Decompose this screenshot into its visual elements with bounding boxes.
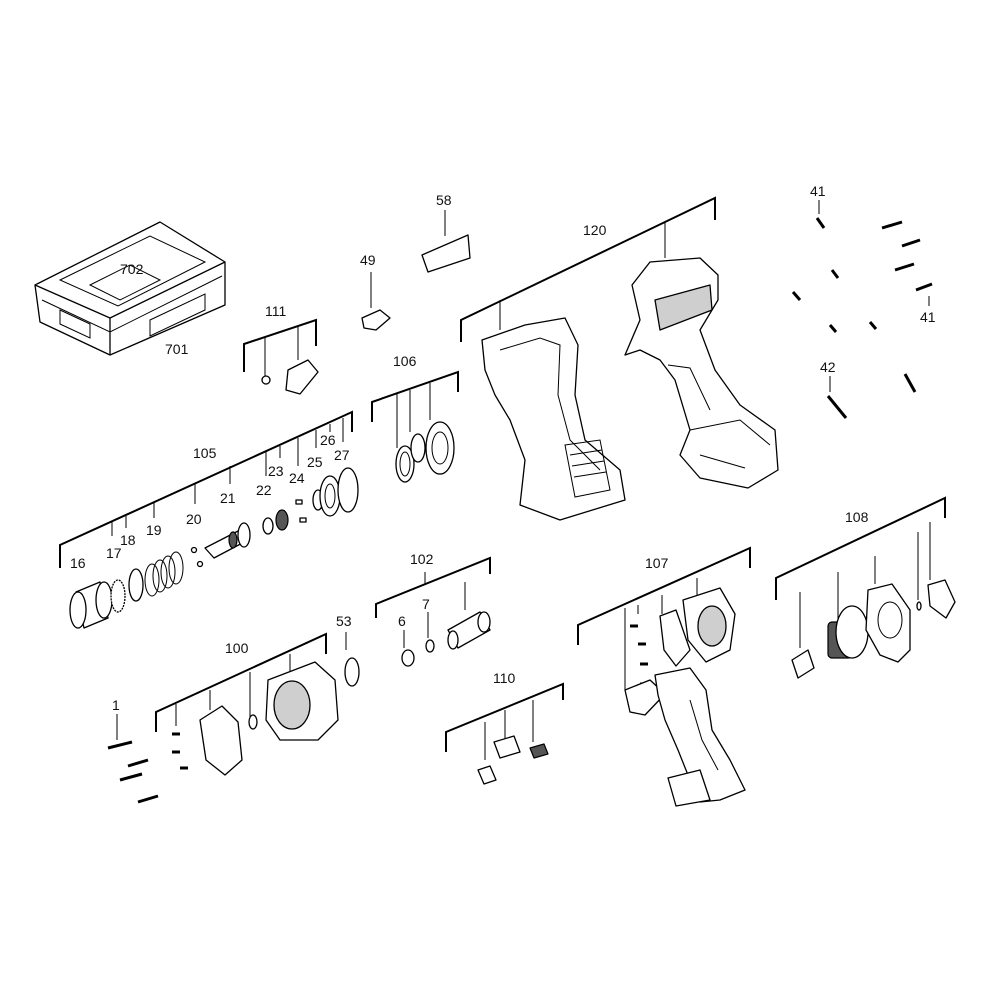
label-16: 16: [70, 555, 86, 571]
part-switch-assembly-107: [624, 667, 746, 807]
part-bearing-108: [791, 649, 815, 679]
label-24: 24: [289, 470, 305, 486]
label-19: 19: [146, 522, 162, 538]
part-ring-108: [916, 601, 922, 611]
part-housing-left-120: [481, 317, 626, 521]
label-108: 108: [845, 509, 869, 525]
part-screws-41: [791, 217, 933, 393]
part-ring-100: [248, 714, 258, 730]
part-anvil-16: [69, 581, 113, 629]
label-41-top: 41: [810, 183, 826, 199]
label-23: 23: [268, 463, 284, 479]
label-17: 17: [106, 545, 122, 561]
part-cover-100: [199, 705, 243, 776]
label-100: 100: [225, 640, 249, 656]
label-7: 7: [422, 596, 430, 612]
label-107: 107: [645, 555, 669, 571]
part-ring-17: [110, 579, 126, 613]
part-cover-111: [285, 359, 319, 395]
label-1: 1: [112, 697, 120, 713]
part-bearing-106: [395, 421, 455, 483]
label-106: 106: [393, 353, 417, 369]
part-gasket-107: [659, 609, 691, 667]
label-21: 21: [220, 490, 236, 506]
part-screw-111: [261, 375, 271, 385]
part-switch-110: [529, 743, 549, 759]
label-20: 20: [186, 511, 202, 527]
label-22: 22: [256, 482, 272, 498]
label-42: 42: [820, 359, 836, 375]
label-27: 27: [334, 447, 350, 463]
part-slider-110: [477, 765, 497, 785]
part-spring-19: [144, 551, 184, 597]
part-49: [361, 309, 391, 331]
part-pin-24: [295, 499, 303, 505]
part-gear-housing-100: [265, 661, 339, 741]
bracket-105: [59, 410, 353, 568]
part-screws-1: [107, 740, 159, 804]
part-stator-108: [865, 583, 911, 663]
bracket-107: [577, 546, 751, 645]
part-screw-42: [826, 395, 848, 419]
part-housing-26: [319, 475, 341, 517]
bracket-102: [375, 556, 491, 618]
part-screws-107: [630, 624, 648, 686]
label-120: 120: [583, 222, 607, 238]
part-oring-27: [337, 467, 359, 513]
label-58: 58: [436, 192, 452, 208]
label-49: 49: [360, 252, 376, 268]
bracket-120: [460, 196, 716, 342]
label-102: 102: [410, 551, 434, 567]
bracket-100: [155, 632, 327, 732]
label-105: 105: [193, 445, 217, 461]
part-ring-22: [262, 517, 274, 535]
bracket-110: [445, 682, 564, 752]
label-6: 6: [398, 613, 406, 629]
part-spindle-21: [204, 522, 251, 559]
part-washer-18: [128, 568, 144, 602]
carry-case-part: [34, 221, 226, 356]
part-plate-108: [927, 579, 956, 619]
part-oring-53: [344, 657, 360, 687]
label-701: 701: [165, 341, 189, 357]
label-26: 26: [320, 432, 336, 448]
part-hammer-23: [275, 509, 289, 531]
part-gearbox-107: [682, 587, 736, 663]
bracket-108: [775, 496, 946, 600]
label-25: 25: [307, 454, 323, 470]
label-41-right: 41: [920, 309, 936, 325]
label-702: 702: [120, 261, 144, 277]
part-screws-100: [172, 732, 188, 770]
label-111: 111: [265, 303, 286, 319]
label-18: 18: [120, 532, 136, 548]
part-balls-20: [190, 546, 204, 568]
part-label-58: [421, 234, 471, 273]
label-110: 110: [493, 670, 516, 686]
part-chuck-102: [447, 611, 491, 650]
bracket-106: [371, 370, 459, 422]
part-fan-108: [835, 605, 869, 659]
label-53: 53: [336, 613, 352, 629]
part-housing-right-120: [624, 257, 779, 489]
part-ring-7: [425, 639, 435, 653]
part-button-110: [493, 735, 521, 759]
part-oring-6: [401, 649, 415, 667]
bracket-111: [243, 318, 317, 372]
